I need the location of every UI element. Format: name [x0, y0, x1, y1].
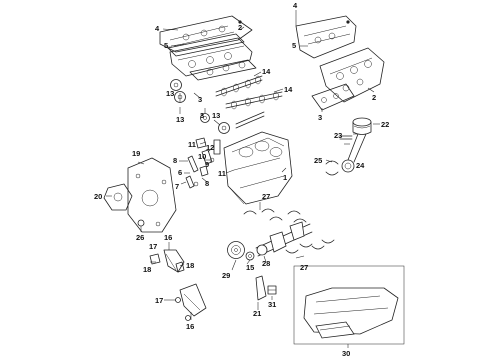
callout-2-right: 2: [372, 93, 376, 102]
callout-2-left: 2: [238, 23, 242, 32]
callout-8: 8: [173, 156, 177, 165]
rod-bearing: [325, 160, 339, 176]
water-pump: [103, 183, 133, 211]
callout-13-mid: 13: [212, 111, 220, 120]
callout-3-right: 3: [318, 113, 322, 122]
head-gasket-left: [189, 59, 257, 81]
callout-29: 29: [222, 271, 230, 280]
head-gasket-right: [311, 83, 355, 111]
callout-9: 9: [205, 160, 209, 169]
valve-cover-right: [295, 15, 357, 59]
callout-20: 20: [94, 192, 102, 201]
callout-4-left: 4: [155, 24, 160, 33]
callout-17-upper: 17: [149, 242, 157, 251]
callout-25: 25: [314, 156, 322, 165]
callout-19: 19: [132, 149, 140, 158]
callout-31: 31: [268, 300, 276, 309]
callout-4-right: 4: [293, 1, 298, 10]
valve-cover-gasket-left: [167, 33, 245, 57]
callout-14-upper: 14: [262, 67, 271, 76]
callout-7: 7: [175, 182, 179, 191]
callout-3-left: 3: [198, 95, 202, 104]
main-bearings-upper: [243, 208, 307, 223]
cam-sprockets-left: [170, 79, 230, 134]
chain-guide-lower: [175, 297, 191, 321]
crank-pulley: [227, 241, 245, 259]
callout-27-lower: 27: [300, 263, 308, 272]
callout-18-right: 18: [186, 261, 194, 270]
connecting-rod: [341, 133, 367, 173]
callout-16-lower: 16: [186, 322, 194, 331]
callout-18-left: 18: [143, 265, 151, 274]
camshaft-lower-left: [225, 91, 283, 110]
seal-26: [137, 219, 145, 227]
piston-pin: [339, 135, 353, 140]
oil-pump-chain: [255, 275, 267, 301]
callout-24: 24: [356, 161, 365, 170]
camshaft-third-left: [235, 111, 265, 129]
callout-1: 1: [283, 173, 287, 182]
cylinder-head-left: [169, 37, 253, 77]
callout-28: 28: [262, 259, 270, 268]
timing-cover: [127, 157, 177, 233]
cylinder-head-right: [319, 47, 385, 103]
callout-12-left: 13: [166, 89, 174, 98]
callout-16-upper: 16: [164, 233, 172, 242]
engine-block: [223, 131, 293, 205]
callout-13-left-low: 13: [176, 115, 184, 124]
crank-sprocket: [245, 251, 255, 261]
callout-21: 21: [253, 309, 261, 318]
camshaft-upper-left: [215, 75, 263, 97]
callout-11-lower: 11: [218, 169, 226, 178]
callout-17-lower: 17: [155, 296, 163, 305]
callout-5-left: 5: [164, 41, 168, 50]
oil-filter: [267, 285, 277, 295]
valve-cover-left: [159, 15, 253, 53]
main-bearings-lower: [285, 239, 335, 254]
callout-11-upper: 11: [188, 140, 196, 149]
callout-5-right: 5: [292, 41, 296, 50]
callout-22: 22: [381, 120, 389, 129]
callout-12: 12: [206, 143, 214, 152]
callout-26: 26: [136, 233, 144, 242]
callout-3-left-low: 3: [200, 111, 204, 120]
callout-10: 10: [198, 152, 206, 161]
callout-8-low: 8: [205, 179, 209, 188]
chain-tensioner-upper: [149, 253, 185, 273]
timing-chain-upper: [163, 249, 185, 273]
crankshaft: [255, 221, 313, 257]
callout-14-lower: 14: [284, 85, 293, 94]
timing-chain-lower: [179, 283, 207, 317]
oil-pan-box: [293, 265, 405, 345]
callout-30: 30: [342, 349, 350, 358]
callout-23: 23: [334, 131, 342, 140]
callout-15: 15: [246, 263, 254, 272]
callout-labels: 4 5 2 14 14 13 3 13 3 13 11 12 10 9 8 6 …: [94, 1, 389, 358]
callout-27-upper: 27: [262, 192, 270, 201]
leader-lines: [106, 10, 380, 348]
piston: [352, 117, 372, 135]
callout-6: 6: [178, 168, 182, 177]
